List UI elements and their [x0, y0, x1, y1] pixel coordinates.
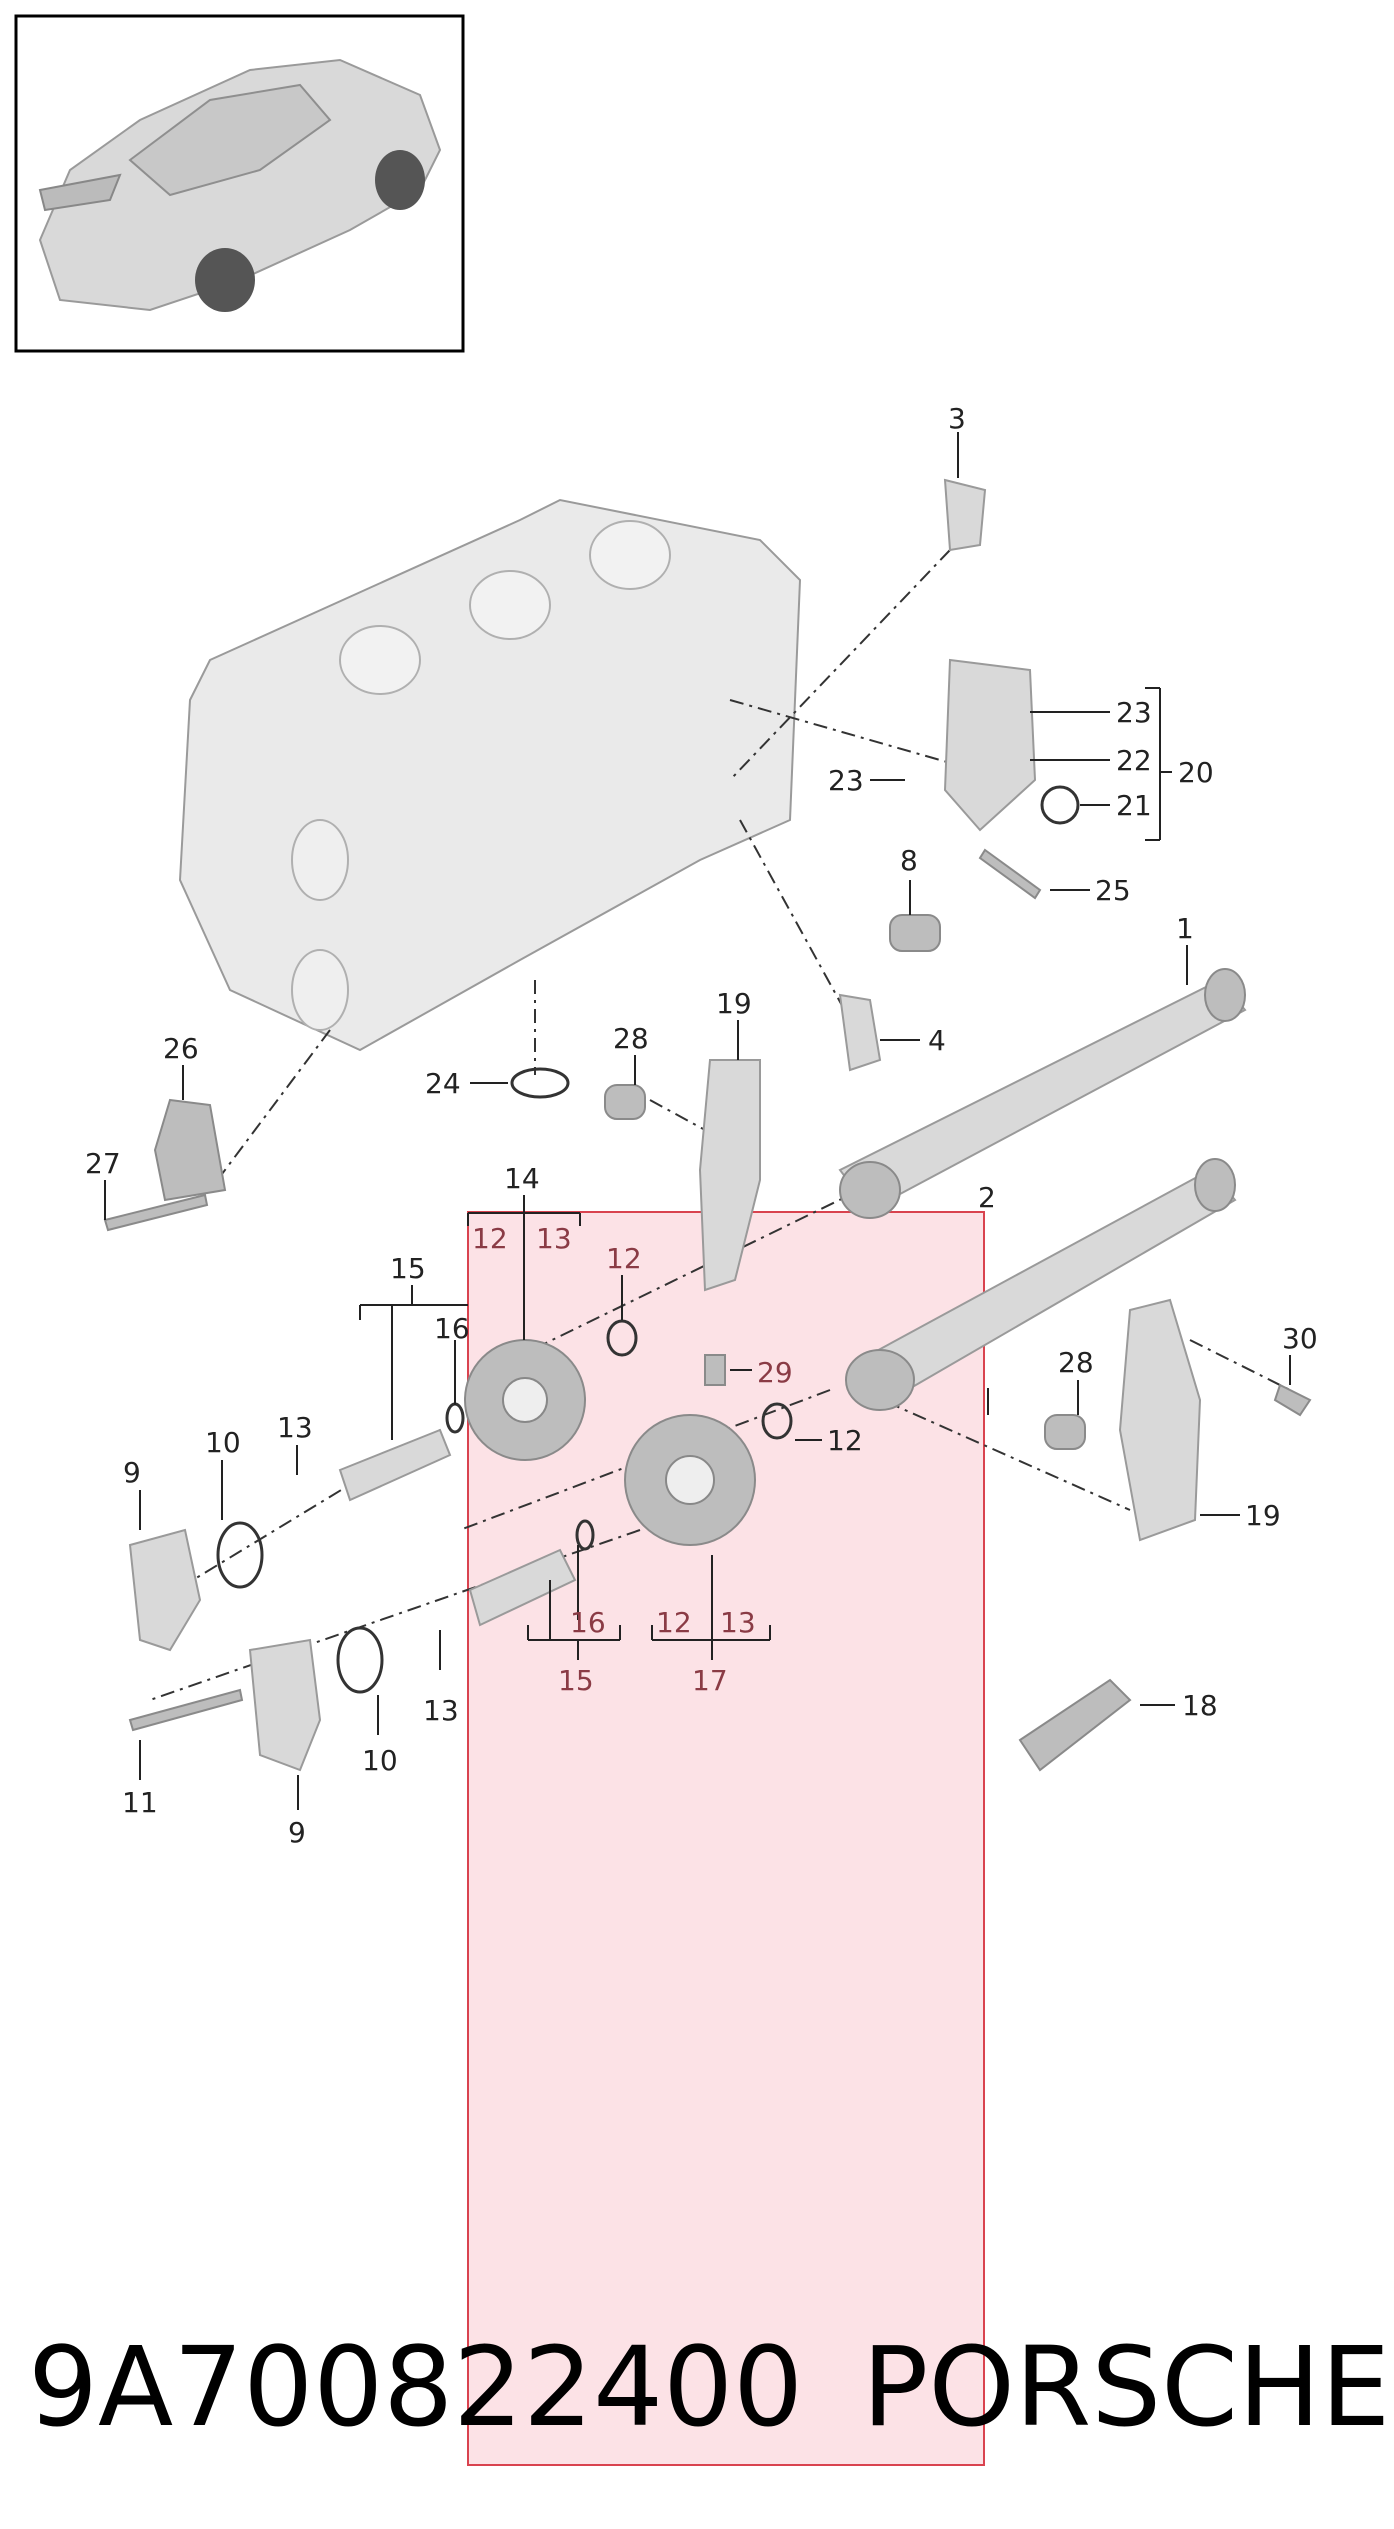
callout-23-left: 23	[828, 764, 864, 797]
camshaft-intake	[838, 968, 1247, 1219]
callout-20: 20	[1178, 756, 1214, 789]
callout-3: 3	[948, 402, 966, 435]
bush-8	[889, 914, 941, 952]
callout-4: 4	[928, 1024, 946, 1057]
callout-30: 30	[1282, 1322, 1318, 1355]
pump-assembly-20	[943, 658, 1037, 832]
control-valve-lower	[468, 1548, 577, 1627]
seal-upper	[216, 1521, 264, 1589]
callout-21: 21	[1116, 789, 1152, 822]
callout-22: 22	[1116, 744, 1152, 777]
callout-18: 18	[1182, 1689, 1218, 1722]
callout-10-lower: 10	[362, 1744, 398, 1777]
callout-12-d: 12	[656, 1606, 692, 1639]
cam-adjuster-upper	[464, 1339, 586, 1461]
control-valve-upper	[338, 1428, 452, 1502]
bush-28b	[1044, 1414, 1086, 1450]
sensor-3	[943, 478, 987, 552]
bolt-11	[128, 1688, 244, 1732]
sensor-4	[838, 993, 882, 1072]
bolt-30	[1273, 1383, 1312, 1417]
callout-17: 17	[692, 1664, 728, 1697]
camshaft-exhaust	[845, 1158, 1237, 1411]
callout-8: 8	[900, 844, 918, 877]
callout-16-lower: 16	[570, 1606, 606, 1639]
callout-27: 27	[85, 1147, 121, 1180]
callout-14: 14	[504, 1162, 540, 1195]
callout-19-lower: 19	[1245, 1499, 1281, 1532]
callout-29: 29	[757, 1356, 793, 1389]
callout-11: 11	[122, 1786, 158, 1819]
leader-lines	[104, 432, 1291, 1810]
o-ring-12b	[761, 1402, 793, 1440]
callout-1: 1	[1176, 912, 1194, 945]
brand-name: PORSCHE	[862, 2323, 1390, 2451]
callout-13-upper: 13	[277, 1411, 313, 1444]
chain-guide-lower	[1118, 1298, 1202, 1542]
callout-12-b: 12	[606, 1242, 642, 1275]
cover-lower	[248, 1638, 322, 1772]
tensioner-26	[153, 1098, 227, 1202]
guide-rail-18	[1018, 1678, 1132, 1772]
bolt-25	[978, 848, 1042, 900]
callout-28-upper: 28	[613, 1022, 649, 1055]
callout-12-c: 12	[827, 1424, 863, 1457]
bolt-27	[103, 1193, 209, 1232]
o-ring-16a	[445, 1402, 465, 1434]
callout-12-a: 12	[472, 1222, 508, 1255]
callout-13-a: 13	[536, 1222, 572, 1255]
callout-24: 24	[425, 1067, 461, 1100]
callout-19-upper: 19	[716, 987, 752, 1020]
o-ring-12a	[606, 1319, 638, 1357]
callout-13-d: 13	[720, 1606, 756, 1639]
seal-lower	[336, 1626, 384, 1694]
cylinder-head	[178, 498, 802, 1052]
cover-upper	[128, 1528, 202, 1652]
callout-9-upper: 9	[123, 1456, 141, 1489]
bush-28a	[604, 1084, 646, 1120]
callout-labels: 3 1 2 8 4 23 22 21 20 23 25 19 28 24 26 …	[85, 402, 1318, 1849]
part-number: 9A700822400	[28, 2323, 803, 2451]
callout-28-lower: 28	[1058, 1346, 1094, 1379]
callout-9-lower: 9	[288, 1816, 306, 1849]
callout-26: 26	[163, 1032, 199, 1065]
o-ring-21	[1040, 785, 1080, 825]
car-thumbnail	[14, 14, 465, 353]
callout-13-lower: 13	[423, 1694, 459, 1727]
callout-23-top: 23	[1116, 696, 1152, 729]
callout-15-lower: 15	[558, 1664, 594, 1697]
o-ring-16b	[575, 1519, 595, 1551]
chain-guide-upper	[698, 1059, 761, 1292]
callout-25: 25	[1095, 874, 1131, 907]
o-ring-24	[510, 1067, 570, 1099]
cam-adjuster-lower	[624, 1414, 756, 1546]
callout-15-upper: 15	[390, 1252, 426, 1285]
bolt-29	[704, 1354, 726, 1386]
car-icon	[38, 58, 442, 312]
callout-16-upper: 16	[434, 1312, 470, 1345]
callout-10-upper: 10	[205, 1426, 241, 1459]
callout-2: 2	[978, 1181, 996, 1214]
